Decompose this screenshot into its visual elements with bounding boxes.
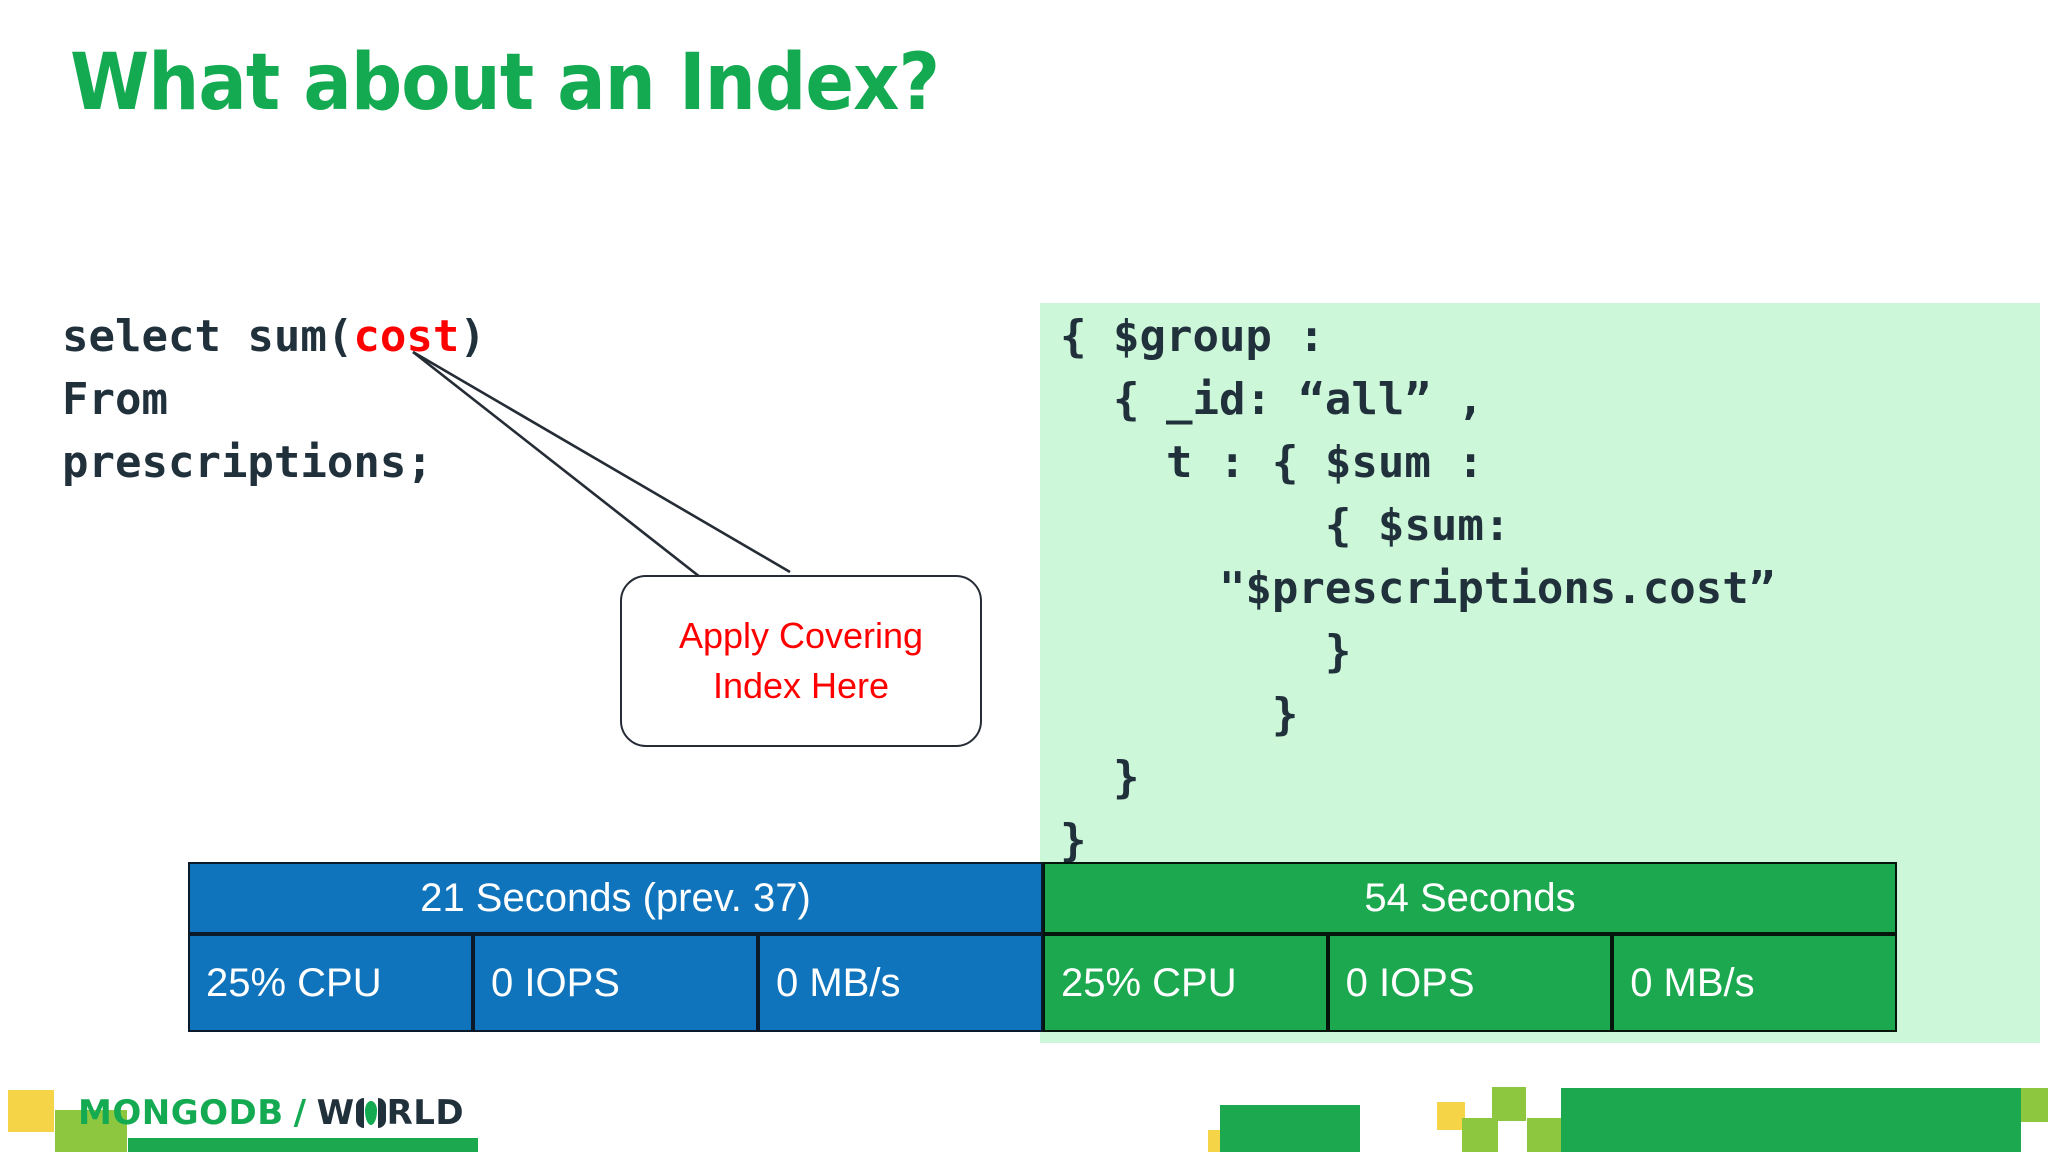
sql-line-2: From — [62, 374, 168, 425]
footer-separator: / — [293, 1093, 307, 1133]
mongo-line-4: "$prescriptions.cost” — [1060, 563, 1776, 614]
sql-metric-iops: 0 IOPS — [473, 934, 758, 1032]
mongo-line-5: } — [1060, 626, 1352, 677]
sql-line-1-pre: select sum( — [62, 311, 354, 362]
mongo-line-0: { $group : — [1060, 311, 1325, 362]
footer-square-yellow-left — [8, 1090, 54, 1132]
sql-summary-cell: 21 Seconds (prev. 37) — [188, 862, 1043, 934]
footer-event-suffix: RLD — [386, 1093, 465, 1133]
sql-metric-cpu: 25% CPU — [188, 934, 473, 1032]
footer-bar-green-left — [128, 1138, 478, 1152]
callout-line-1: Apply Covering — [678, 615, 924, 656]
footer-event-world: W RLD — [317, 1093, 465, 1133]
deco-square-lightgreen-2 — [1492, 1087, 1526, 1121]
mongo-line-2: t : { $sum : — [1060, 437, 1484, 488]
deco-square-lightgreen-3 — [1527, 1118, 1561, 1152]
deco-square-green-1 — [1220, 1105, 1360, 1152]
footer-logo: MONGODB / W RLD — [78, 1093, 464, 1133]
footer-brand-mongodb: MONGODB — [78, 1093, 284, 1133]
mongo-summary-cell: 54 Seconds — [1043, 862, 1897, 934]
mongo-line-6: } — [1060, 689, 1299, 740]
deco-square-lightgreen-1 — [1462, 1118, 1498, 1152]
mongo-line-8: } — [1060, 815, 1087, 866]
results-table: 21 Seconds (prev. 37) 54 Seconds 25% CPU… — [188, 862, 1897, 1032]
mongo-metric-iops: 0 IOPS — [1327, 934, 1613, 1032]
sql-line-3: prescriptions; — [62, 437, 433, 488]
callout-line-2: Index Here — [712, 665, 890, 706]
sql-metric-throughput: 0 MB/s — [758, 934, 1043, 1032]
mongodb-leaf-icon — [355, 1098, 386, 1128]
mongo-code-text: { $group : { _id: “all” , t : { $sum : {… — [1060, 305, 1775, 872]
mongo-line-3: { $sum: — [1060, 500, 1511, 551]
sql-highlight-cost: cost — [353, 311, 460, 362]
footer-event-prefix: W — [316, 1093, 355, 1133]
sql-line-1-post: ) — [459, 311, 486, 362]
sql-code-block: select sum(cost) From prescriptions; — [62, 305, 486, 494]
results-metrics-row: 25% CPU 0 IOPS 0 MB/s 25% CPU 0 IOPS 0 M… — [188, 934, 1897, 1032]
footer-square-lightgreen-left — [55, 1110, 127, 1152]
page-title: What about an Index? — [70, 38, 940, 128]
deco-bar-green-right — [1561, 1088, 2021, 1152]
mongo-metric-throughput: 0 MB/s — [1612, 934, 1897, 1032]
mongo-metric-cpu: 25% CPU — [1043, 934, 1328, 1032]
callout-bubble: Apply Covering Index Here — [620, 575, 982, 747]
deco-square-lightgreen-4 — [2021, 1088, 2048, 1122]
mongo-line-1: { _id: “all” , — [1060, 374, 1484, 425]
deco-square-yellow-2 — [1437, 1102, 1465, 1130]
results-summary-row: 21 Seconds (prev. 37) 54 Seconds — [188, 862, 1897, 934]
mongo-line-7: } — [1060, 752, 1140, 803]
